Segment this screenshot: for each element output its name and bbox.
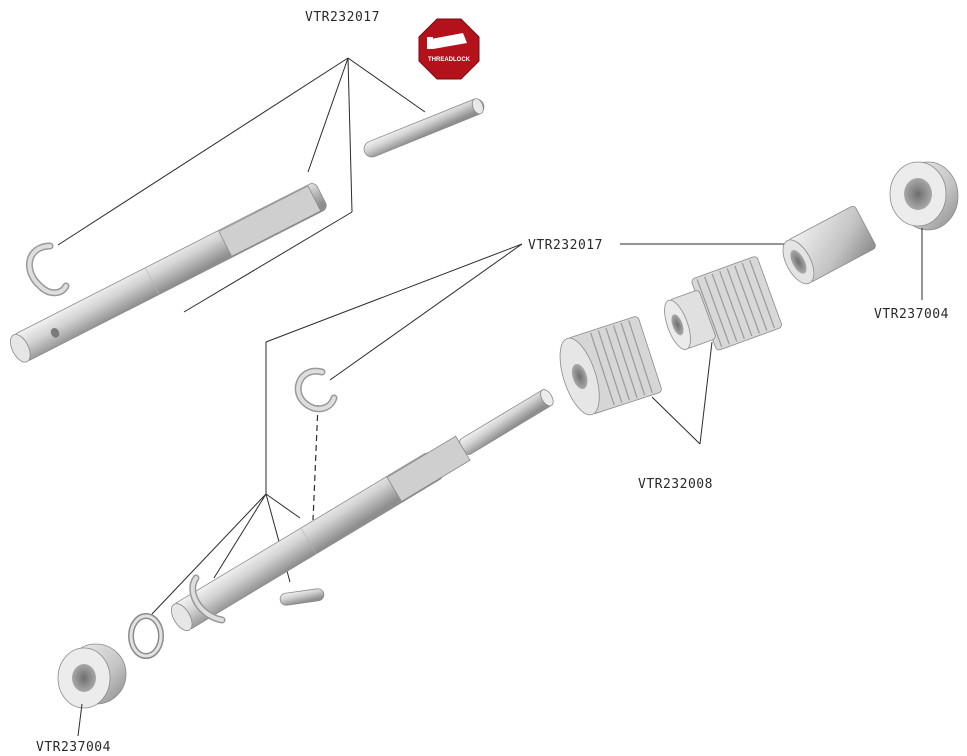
top-kit-leader-lines [57,57,426,313]
threadlock-tube-icon [427,33,467,49]
middle-kit-leader-lines [151,243,523,615]
gears-leader-lines [651,341,713,445]
threadlock-badge-text: THREADLOCK [428,57,471,63]
bottom-bearing [57,643,127,709]
top-kit-part-label: VTR232017 [305,10,380,25]
gears-part-label: VTR232008 [638,477,713,492]
right-parts-assembly: VTR237004 [559,161,959,492]
lower-shaft-assembly: VTR237004 VTR232017 [36,238,603,755]
right-bearing-part-label: VTR237004 [874,307,949,322]
top-pin [363,98,485,158]
large-gear [664,256,782,351]
middle-kit-part-label: VTR232017 [528,238,603,253]
lower-shaft [170,389,554,632]
top-shaft-assembly: THREADLOCK VTR232017 [10,10,485,363]
middle-e-clip [294,367,338,413]
threadlock-badge: THREADLOCK [418,18,480,80]
top-shaft [10,183,327,363]
spacer-tube [782,205,876,285]
washer [128,613,164,659]
bottom-bearing-part-label: VTR237004 [36,740,111,755]
bottom-bearing-leader [77,703,83,737]
small-pin [279,588,325,606]
right-bearing [889,161,959,231]
top-e-clip [26,242,70,297]
lower-e-clip [189,574,226,624]
small-gear [559,316,662,416]
